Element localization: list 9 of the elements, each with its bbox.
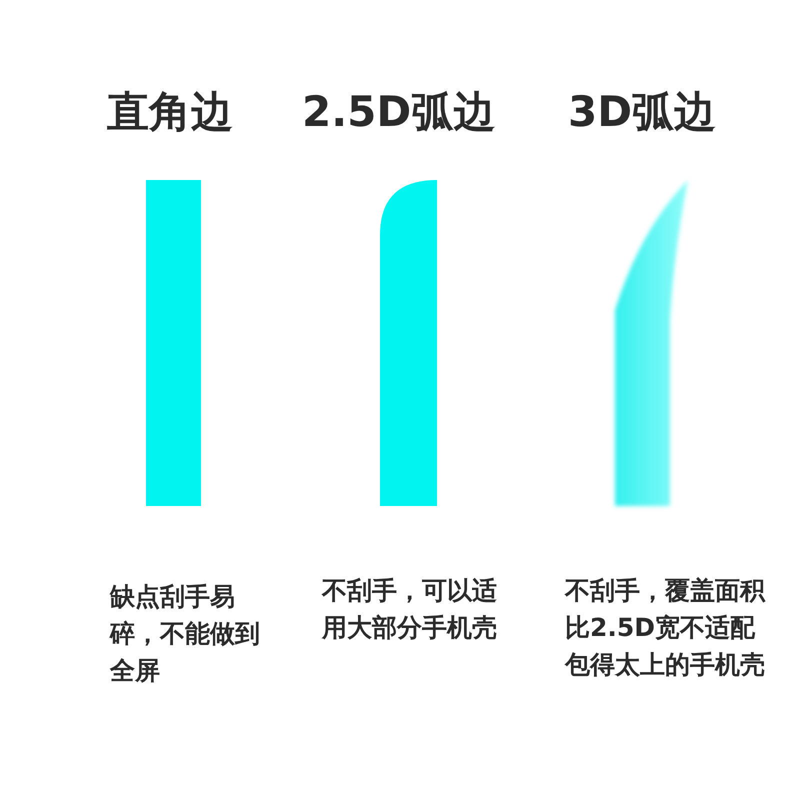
column-heading: 2.5D弧边 xyxy=(302,86,496,138)
flat-edge-profile xyxy=(146,180,201,506)
description-text: 不刮手，覆盖面积比2.5D宽不适配包得太上的手机壳 xyxy=(565,575,766,681)
curved-edge-profile xyxy=(380,180,437,506)
description-text: 缺点刮手易碎，不能做到全屏 xyxy=(110,581,261,687)
description-text: 不刮手，可以适用大部分手机壳 xyxy=(322,575,498,644)
column-heading: 3D弧边 xyxy=(568,86,716,138)
3d-curved-edge-profile xyxy=(615,180,688,506)
column-heading: 直角边 xyxy=(107,86,233,138)
